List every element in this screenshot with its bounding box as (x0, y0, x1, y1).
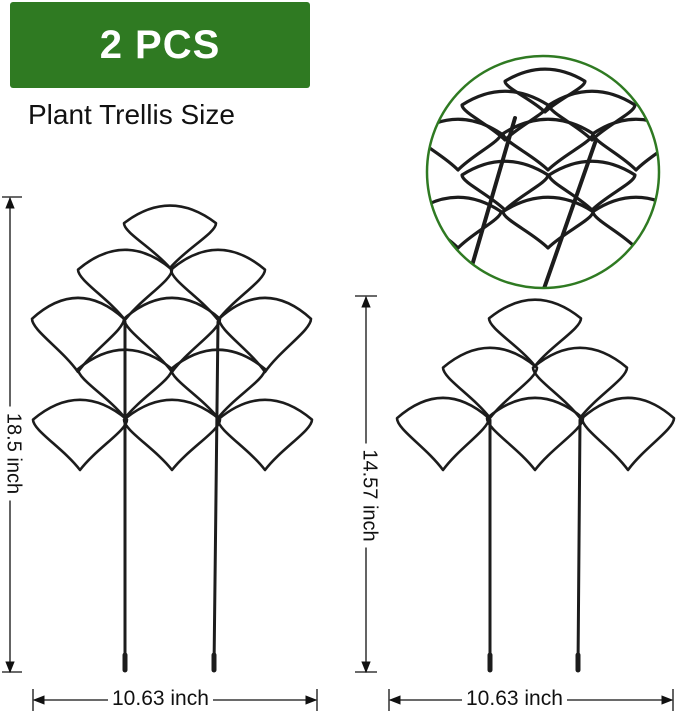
detail-loop (591, 117, 659, 172)
detail-stake (538, 138, 598, 288)
trellis-loop (395, 396, 491, 472)
trellis-loop (122, 398, 222, 472)
detail-zoom-circle (425, 54, 661, 290)
detail-loop (460, 159, 550, 212)
trellis-loop (122, 204, 218, 270)
trellis-stake (212, 320, 220, 670)
small-trellis (395, 298, 676, 673)
trellis-loop (580, 396, 676, 472)
page-subtitle: Plant Trellis Size (28, 99, 235, 130)
trellis-loop (487, 298, 583, 368)
trellis-loop (169, 248, 267, 322)
trellis-loop (441, 346, 539, 420)
large-trellis (30, 204, 314, 673)
trellis-loop (30, 296, 126, 374)
large-width-label: 10.63 inch (108, 687, 213, 711)
detail-loop (501, 195, 595, 250)
trellis-loop (217, 296, 313, 374)
trellis-loop (31, 398, 129, 472)
small-height-label: 14.57 inch (357, 443, 381, 548)
detail-loop (591, 195, 659, 250)
trellis-stake (576, 418, 582, 670)
trellis-loop (216, 398, 314, 472)
quantity-badge: 2 PCS (10, 2, 310, 88)
large-height-label: 18.5 inch (1, 406, 25, 501)
detail-loop (460, 89, 550, 142)
trellis-loop (76, 248, 174, 322)
detail-loop (501, 117, 595, 172)
detail-loop (547, 159, 637, 212)
detail-loop (547, 89, 637, 142)
trellis-loop (531, 346, 629, 420)
small-width-label: 10.63 inch (462, 687, 567, 711)
trellis-loop (122, 296, 222, 374)
trellis-loop (485, 396, 585, 472)
